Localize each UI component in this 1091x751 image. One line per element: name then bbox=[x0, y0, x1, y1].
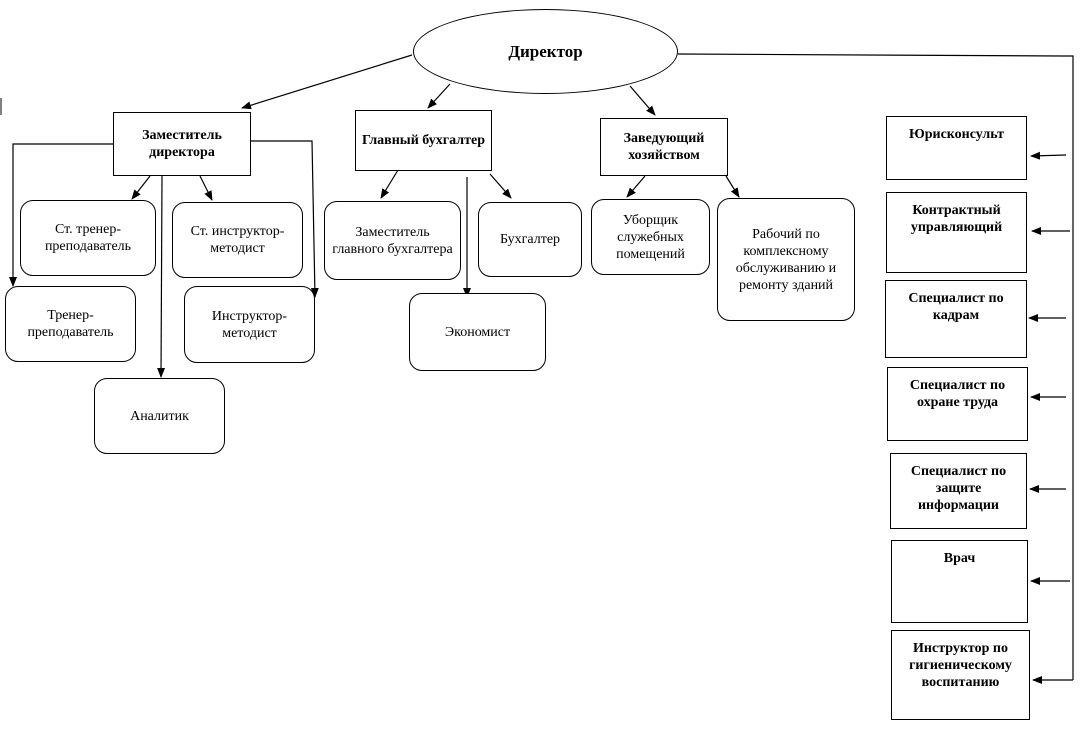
node-accountant: Бухгалтер bbox=[478, 202, 582, 277]
arrow-household-worker bbox=[725, 175, 740, 198]
node-safety-specialist: Специалист по охране труда bbox=[887, 367, 1028, 441]
node-cleaner: Уборщик служебных помещений bbox=[591, 199, 710, 275]
node-hr-specialist: Специалист по кадрам bbox=[885, 280, 1027, 358]
node-deputy-director: Заместитель директора bbox=[113, 112, 251, 176]
node-methodist: Инструктор-методист bbox=[184, 286, 315, 363]
node-deputy-chief-accountant: Заместитель главного бухгалтера bbox=[324, 201, 461, 280]
node-infosec-specialist: Специалист по защите информации bbox=[890, 453, 1027, 529]
node-household-head: Заведующий хозяйством bbox=[600, 118, 728, 176]
arrow-deputy-methodist bbox=[251, 140, 319, 298]
node-contract-manager: Контрактный управляющий bbox=[886, 192, 1027, 273]
arrow-director-household bbox=[629, 85, 656, 116]
node-economist: Экономист bbox=[409, 293, 546, 371]
node-trainer: Тренер-преподаватель bbox=[5, 286, 136, 362]
arrow-director-accountant bbox=[427, 83, 451, 109]
node-chief-accountant: Главный бухгалтер bbox=[355, 110, 492, 171]
arrow-accountant-bookkeeper bbox=[489, 173, 512, 199]
arrow-accountant-deputy bbox=[380, 169, 399, 199]
node-hygiene-instructor: Инструктор по гигиеническому воспитанию bbox=[891, 630, 1030, 720]
node-maintenance-worker: Рабочий по комплексному обслуживанию и р… bbox=[717, 198, 855, 321]
arrow-deputy-analyst bbox=[157, 175, 166, 378]
node-legal-counsel: Юрисконсульт bbox=[886, 116, 1027, 180]
line-director-right-column bbox=[677, 53, 1074, 680]
arrow-household-cleaner bbox=[626, 175, 646, 198]
node-analyst: Аналитик bbox=[94, 378, 225, 454]
node-doctor: Врач bbox=[891, 540, 1028, 623]
arrow-deputy-trainer bbox=[9, 143, 113, 287]
node-director: Директор bbox=[413, 9, 678, 94]
node-senior-methodist: Ст. инструктор-методист bbox=[172, 202, 303, 278]
arrow-deputy-senior-trainer bbox=[131, 175, 151, 200]
node-senior-trainer: Ст. тренер-преподаватель bbox=[20, 200, 156, 276]
arrow-director-deputy bbox=[241, 54, 413, 110]
arrow-deputy-senior-methodist bbox=[199, 175, 213, 201]
arrow-to-legal bbox=[1030, 151, 1067, 160]
